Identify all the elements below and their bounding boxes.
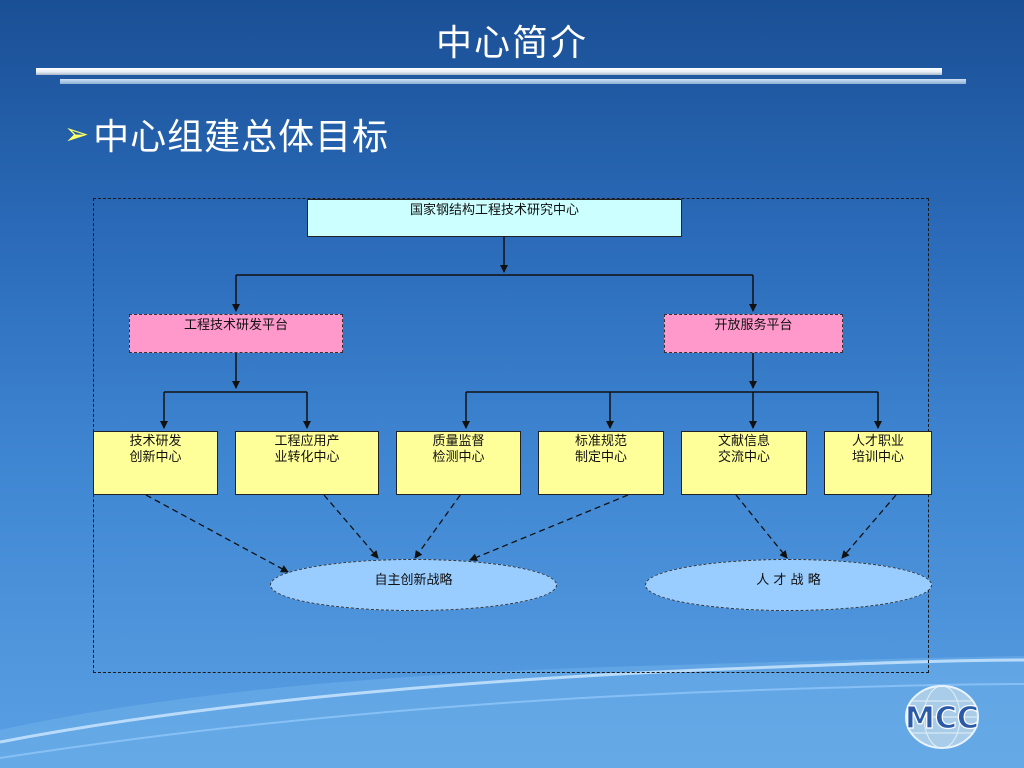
heading-row: ➢ 中心组建总体目标 bbox=[64, 108, 389, 160]
strategy-ellipse-innovation: 自主创新战略 bbox=[270, 559, 557, 611]
platform-box-rnd: 工程技术研发平台 bbox=[129, 314, 343, 353]
section-heading: 中心组建总体目标 bbox=[93, 117, 390, 158]
mcc-logo: MCC bbox=[904, 685, 980, 749]
center-box-quality: 质量监督 检测中心 bbox=[396, 431, 521, 495]
center-box-literature: 文献信息 交流中心 bbox=[681, 431, 807, 495]
slide-title: 中心简介 bbox=[435, 23, 588, 64]
platform-box-service: 开放服务平台 bbox=[664, 314, 843, 353]
title-divider-shadow bbox=[60, 79, 966, 84]
title-divider bbox=[36, 68, 942, 75]
logo-text: MCC bbox=[905, 701, 979, 736]
bullet-arrow-icon: ➢ bbox=[64, 116, 90, 152]
root-center-box: 国家钢结构工程技术研究中心 bbox=[307, 199, 682, 237]
strategy-ellipse-talent: 人 才 战 略 bbox=[645, 559, 932, 611]
center-box-industrialization: 工程应用产 业转化中心 bbox=[235, 431, 379, 495]
center-box-innovation: 技术研发 创新中心 bbox=[93, 431, 218, 495]
center-box-standards: 标准规范 制定中心 bbox=[538, 431, 664, 495]
center-box-training: 人才职业 培训中心 bbox=[824, 431, 932, 495]
